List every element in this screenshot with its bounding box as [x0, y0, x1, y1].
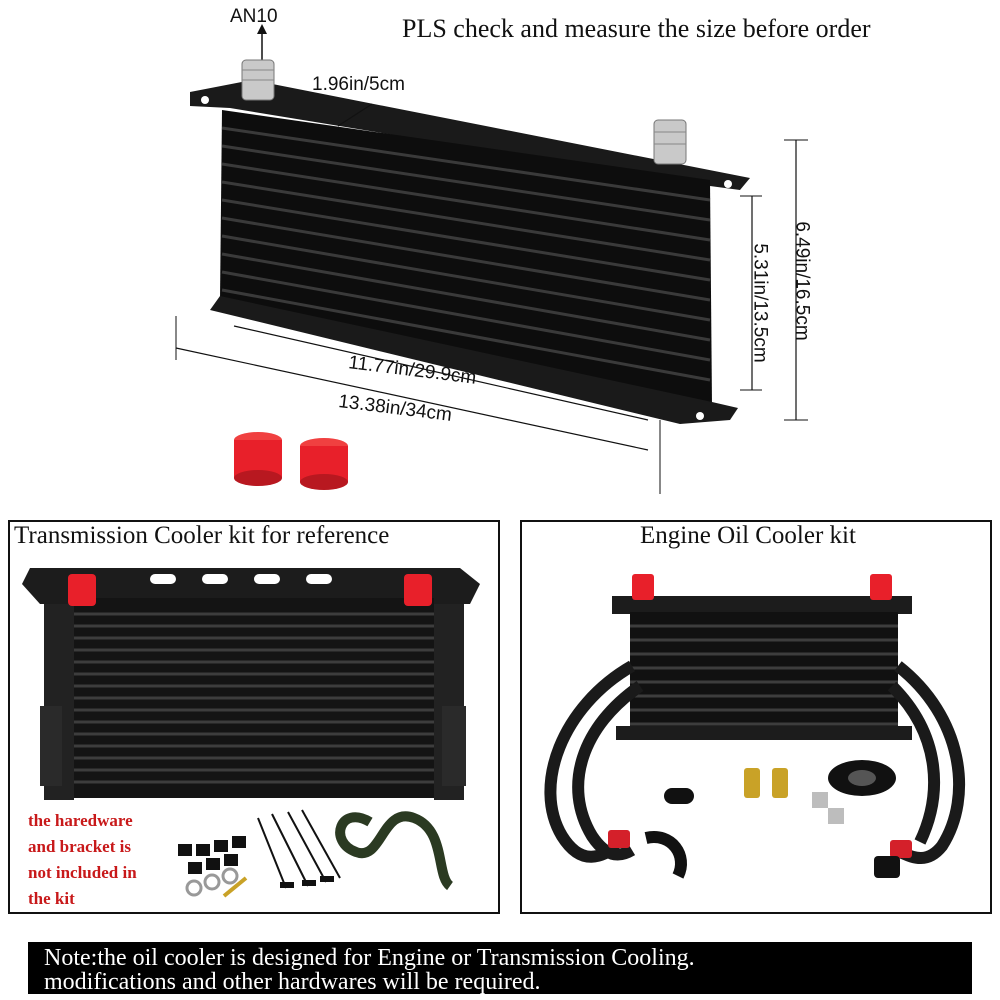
straight-fitting: [874, 856, 900, 878]
footer-note-line-1: Note:the oil cooler is designed for Engi…: [44, 945, 695, 971]
red-cap-right: [300, 438, 348, 490]
transmission-red-cap-left: [68, 574, 96, 606]
hose-end-left: [608, 830, 630, 848]
size-check-notice: PLS check and measure the size before or…: [402, 14, 871, 43]
fitting-label: AN10: [230, 6, 278, 27]
overall-width-line: [175, 347, 649, 451]
green-hose-coil: [335, 811, 454, 891]
hardware-accessories: [178, 809, 341, 898]
transmission-kit-title: Transmission Cooler kit for reference: [14, 522, 390, 549]
transmission-top-plate: [22, 568, 480, 604]
engine-cooler-core: [630, 612, 898, 732]
engine-top-bracket: [612, 596, 912, 614]
brass-adapter-2: [772, 768, 788, 798]
transmission-red-cap-right: [404, 574, 432, 606]
an10-fitting-right: [653, 119, 687, 165]
fitting-spacing-label: 1.96in/5cm: [312, 74, 405, 95]
core-width-line: [233, 325, 649, 421]
engine-kit-illustration: [544, 574, 966, 879]
footer-note-line-2: modifications and other hardwares will b…: [44, 969, 541, 995]
engine-red-cap-right: [870, 574, 892, 600]
footer-note: Note:the oil cooler is designed for Engi…: [28, 942, 972, 994]
top-bracket: [190, 80, 750, 190]
hardware-warning: the haredware and bracket is not include…: [28, 811, 137, 908]
braided-hose-right-outer: [894, 661, 966, 864]
engine-bottom-bracket: [616, 726, 912, 740]
engine-kit-title: Engine Oil Cooler kit: [640, 522, 856, 549]
brass-adapter-1: [744, 768, 760, 798]
hose-end-right: [890, 840, 912, 858]
mounting-clip: [664, 788, 694, 804]
an10-fitting-left: [241, 59, 275, 101]
elbow-fitting: [644, 831, 687, 879]
main-cooler-illustration: [175, 24, 808, 494]
transmission-cooler-illustration: [22, 568, 480, 898]
red-cap-left: [234, 432, 282, 486]
bottom-bracket: [210, 296, 738, 424]
engine-red-cap-left: [632, 574, 654, 600]
cooler-fins: [221, 126, 711, 382]
braided-hose-right-inner: [887, 681, 940, 845]
braided-hose-left-outer: [544, 660, 636, 863]
braided-hose-left-inner: [572, 681, 644, 861]
